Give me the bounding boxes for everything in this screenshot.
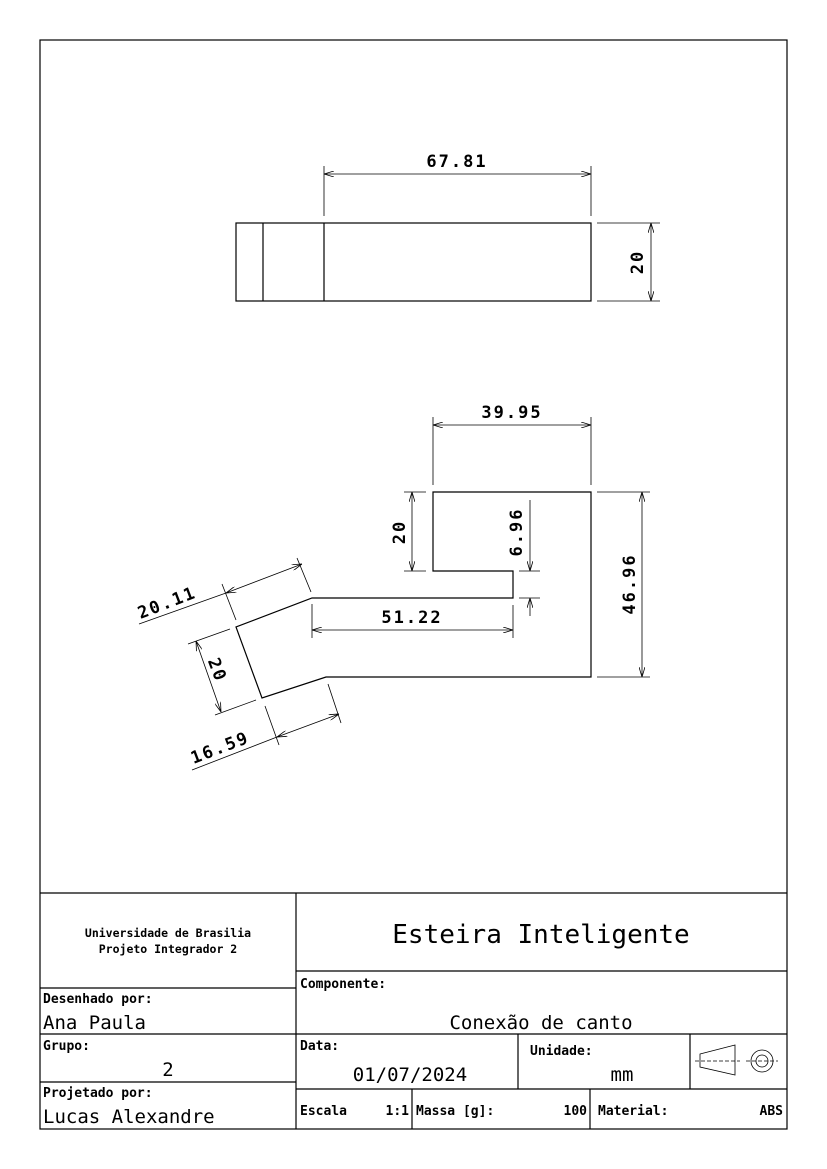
scale-label: Escala [300, 1104, 347, 1119]
mass-label: Massa [g]: [416, 1104, 494, 1119]
top-view-outline [235, 222, 592, 302]
projection-symbol-icon [695, 1044, 778, 1076]
dim-left-height: 20 [390, 520, 410, 544]
group-value: 2 [162, 1059, 173, 1081]
dim-top-width: 67.81 [426, 152, 487, 172]
designed-by-value: Lucas Alexandre [43, 1106, 215, 1128]
dim-angled-top: 20.11 [135, 583, 199, 624]
sheet-border [39, 39, 788, 1130]
designed-by-label: Projetado por: [43, 1086, 153, 1101]
course: Projeto Integrador 2 [99, 942, 237, 956]
unit-label: Unidade: [530, 1044, 593, 1059]
date-value: 01/07/2024 [353, 1064, 467, 1086]
unit-value: mm [611, 1064, 634, 1086]
dim-arm-length: 51.22 [381, 608, 442, 628]
dim-top-width-front: 39.95 [481, 403, 542, 423]
dim-angled-bottom: 16.59 [188, 728, 252, 769]
dim-total-height: 46.96 [620, 553, 640, 614]
drawn-by-label: Desenhado por: [43, 992, 153, 1007]
title-block: Universidade de Brasilia Projeto Integra… [40, 892, 787, 1129]
dim-angled-width: 20 [203, 655, 230, 685]
scale-value: 1:1 [386, 1104, 410, 1119]
project-title: Esteira Inteligente [392, 920, 689, 950]
institution: Universidade de Brasilia [85, 926, 251, 940]
dim-slot: 6.96 [507, 508, 527, 557]
top-view: 67.81 20 [235, 152, 660, 302]
component-label: Componente: [300, 977, 386, 992]
mass-value: 100 [564, 1104, 588, 1119]
dim-top-height: 20 [628, 250, 648, 274]
drawn-by-value: Ana Paula [43, 1012, 146, 1034]
front-view-outline [235, 491, 592, 699]
date-label: Data: [300, 1039, 339, 1054]
component-value: Conexão de canto [449, 1012, 632, 1034]
front-view: 39.95 20 6.96 46.96 51.22 20.11 20 [135, 403, 650, 771]
group-label: Grupo: [43, 1039, 90, 1054]
material-value: ABS [760, 1104, 784, 1119]
material-label: Material: [598, 1104, 668, 1119]
